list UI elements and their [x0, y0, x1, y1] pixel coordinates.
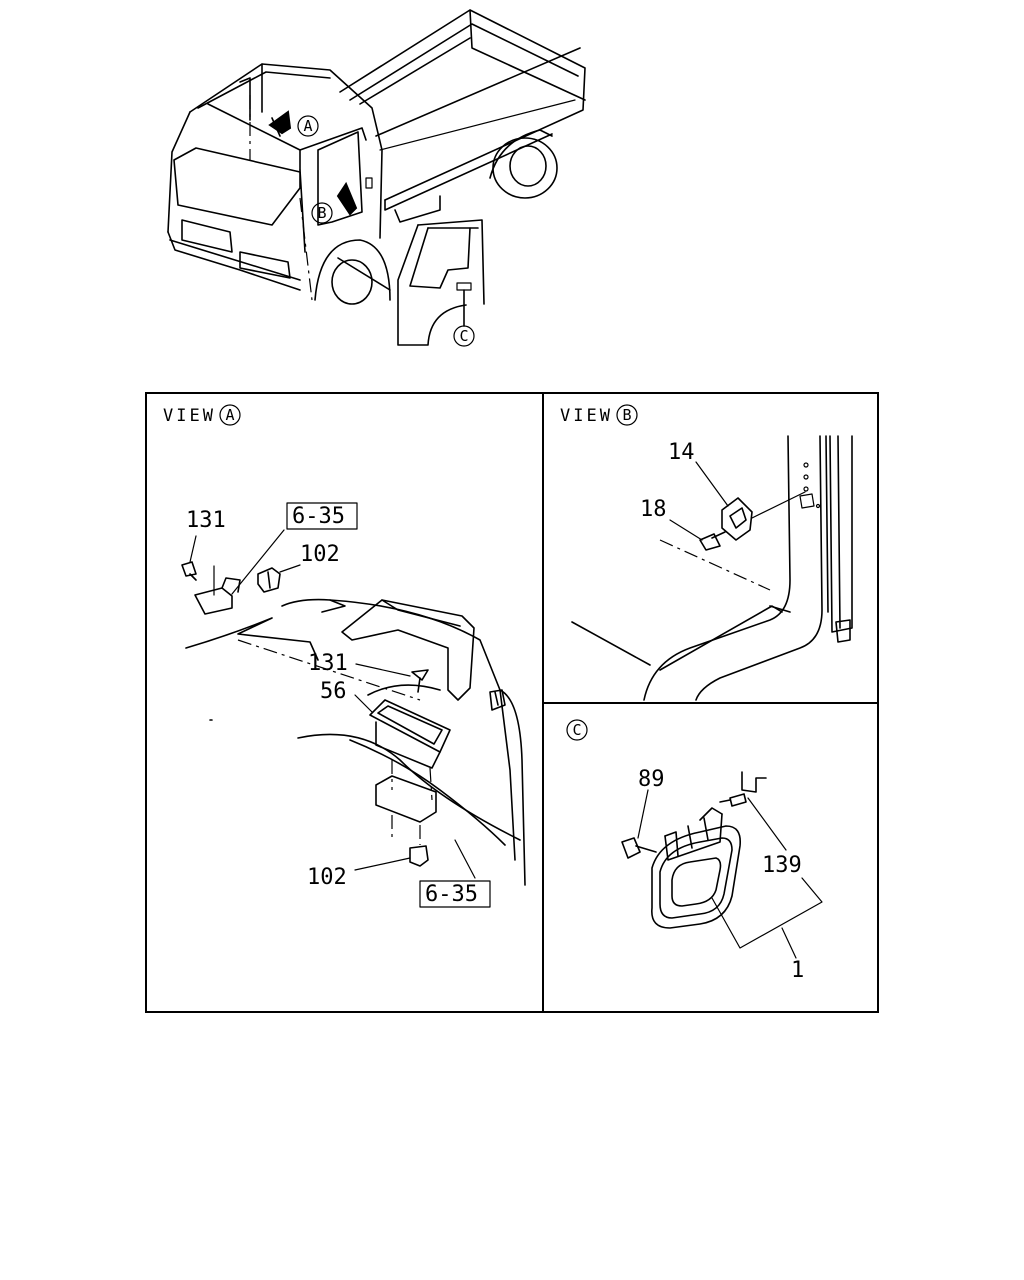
label-18: 18 — [640, 497, 667, 522]
leader-1-stem — [781, 927, 797, 959]
label-56: 56 — [320, 679, 347, 704]
svg-text:6-35: 6-35 — [292, 504, 345, 529]
door-frame-drawing — [571, 435, 853, 701]
label-89: 89 — [638, 767, 665, 792]
roof-trim-drawing — [185, 598, 526, 886]
ref-box-top: 6-35 — [286, 502, 358, 530]
label-14: 14 — [668, 440, 695, 465]
svg-text:C: C — [459, 327, 468, 345]
door-detail-outline — [337, 219, 485, 346]
svg-text:6-35: 6-35 — [425, 882, 478, 907]
view-a-marker: A — [219, 404, 241, 426]
view-b-marker: B — [616, 404, 638, 426]
label-139: 139 — [762, 853, 802, 878]
label-1: 1 — [791, 958, 804, 983]
ref-box-bottom: 6-35 — [419, 880, 491, 908]
fastener-102-top — [257, 564, 301, 593]
view-c-marker: C — [566, 719, 588, 741]
truck-overview: A B C — [167, 9, 586, 347]
bolt-89 — [621, 789, 657, 859]
callout-a: A — [297, 115, 319, 137]
callout-b: B — [311, 202, 333, 224]
svg-text:A: A — [225, 406, 234, 424]
striker-14 — [695, 461, 806, 541]
view-c-panel: C 89 139 1 — [566, 719, 823, 983]
cargo-bed — [339, 9, 586, 223]
label-131-top: 131 — [186, 508, 226, 533]
view-a-panel: VIEW A — [163, 404, 526, 908]
view-b-arrow — [336, 181, 358, 216]
screw-18 — [669, 519, 726, 551]
svg-text:A: A — [303, 117, 312, 135]
bracket-top — [194, 529, 285, 615]
view-a-arrow — [268, 110, 292, 137]
fastener-102-bottom — [354, 845, 429, 871]
detail-panels — [145, 392, 879, 1013]
leader-ref-bottom — [454, 839, 476, 879]
svg-text:B: B — [317, 204, 326, 222]
door-handle-1 — [651, 807, 742, 929]
rod-139 — [719, 771, 787, 851]
callout-c: C — [453, 325, 475, 347]
label-131-mid: 131 — [308, 651, 348, 676]
lamp-56 — [354, 694, 451, 845]
svg-text:B: B — [622, 406, 631, 424]
leader-1 — [711, 877, 823, 949]
svg-text:C: C — [572, 721, 581, 739]
clip-131-mid — [355, 663, 429, 693]
view-b-panel: VIEW B — [560, 404, 853, 701]
label-102-bottom: 102 — [307, 865, 347, 890]
view-a-title: VIEW — [163, 406, 216, 426]
rear-wheel — [489, 129, 558, 199]
view-b-title: VIEW — [560, 406, 613, 426]
front-wheel — [314, 239, 391, 305]
clip-131-top — [181, 535, 197, 581]
label-102-top: 102 — [300, 542, 340, 567]
truck-cab — [167, 63, 383, 301]
